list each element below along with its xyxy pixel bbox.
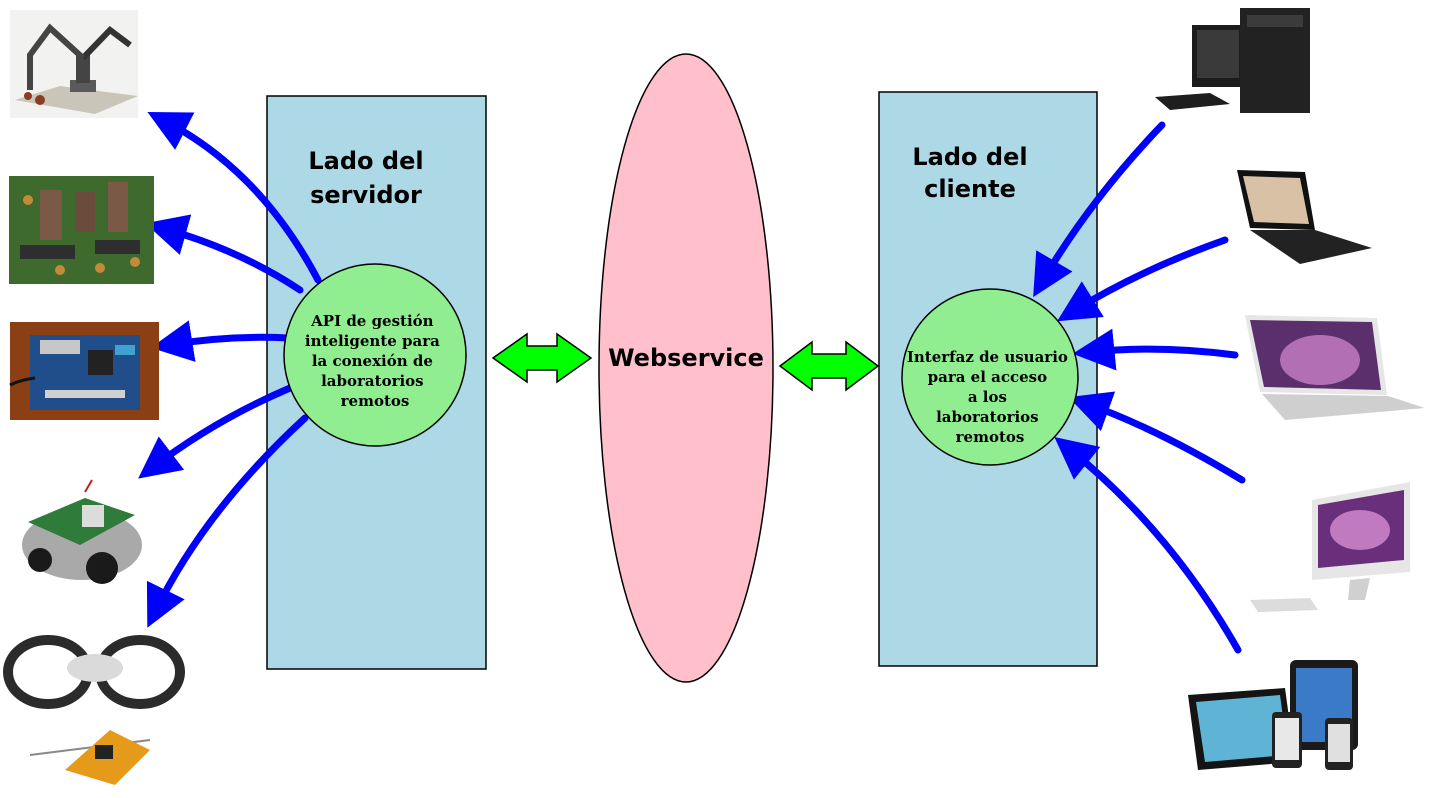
arrow-from-macbook (1072, 328, 1239, 371)
api-line-4: laboratorios (321, 372, 424, 390)
ui-line-1: Interfaz de usuario (907, 348, 1068, 366)
laptop-icon (1237, 170, 1372, 264)
ui-line-5: remotos (956, 428, 1025, 446)
right-double-arrow (778, 340, 880, 392)
desktop-pc-icon (1155, 8, 1310, 113)
arrow-from-laptop (1057, 236, 1229, 322)
server-arrows (138, 111, 322, 628)
server-title-line1: Lado del (308, 147, 423, 175)
ui-line-3: a los (968, 388, 1007, 406)
ui-line-2: para el acceso (928, 368, 1048, 386)
macbook-icon (1245, 315, 1425, 420)
fpga-board-icon (9, 322, 159, 420)
api-line-1: API de gestión (310, 312, 434, 330)
webservice-ellipse (598, 53, 774, 683)
left-double-arrow (491, 332, 593, 384)
svg-text:API de gestión inteligente: API de gestión inteligente para la conex… (305, 312, 445, 410)
arrow-from-tablets (1054, 437, 1242, 654)
arrow-from-desktop (1033, 121, 1166, 298)
arrow-to-robot-arm (147, 111, 322, 284)
api-line-5: remotos (341, 392, 410, 410)
client-arrows (1033, 121, 1246, 654)
arrow-to-mobile-robot (138, 384, 294, 479)
imac-icon (1250, 482, 1410, 612)
arrow-to-drone (146, 414, 309, 628)
svg-text:Interfaz de usuario para e: Interfaz de usuario para el acceso a los… (907, 348, 1073, 446)
mobile-robot-icon (22, 479, 142, 584)
tablets-phones-icon (1188, 660, 1358, 770)
api-line-2: inteligente para (305, 332, 440, 350)
server-title-line2: servidor (310, 181, 422, 209)
client-title-line2: cliente (924, 175, 1016, 203)
quadcopter-drone-icon (3, 635, 185, 785)
webservice-label: Webservice (608, 344, 764, 372)
arrow-to-fpga-board (150, 320, 292, 362)
circuit-board-icon (9, 176, 154, 284)
arrow-to-circuit-board (145, 214, 304, 294)
client-title-line1: Lado del (912, 143, 1027, 171)
api-line-3: la conexión de (312, 352, 433, 370)
ui-line-4: laboratorios (936, 408, 1039, 426)
robot-arm-icon (10, 10, 138, 118)
ui-circle (901, 288, 1079, 466)
api-circle (283, 263, 467, 447)
arrow-from-imac (1068, 391, 1246, 484)
